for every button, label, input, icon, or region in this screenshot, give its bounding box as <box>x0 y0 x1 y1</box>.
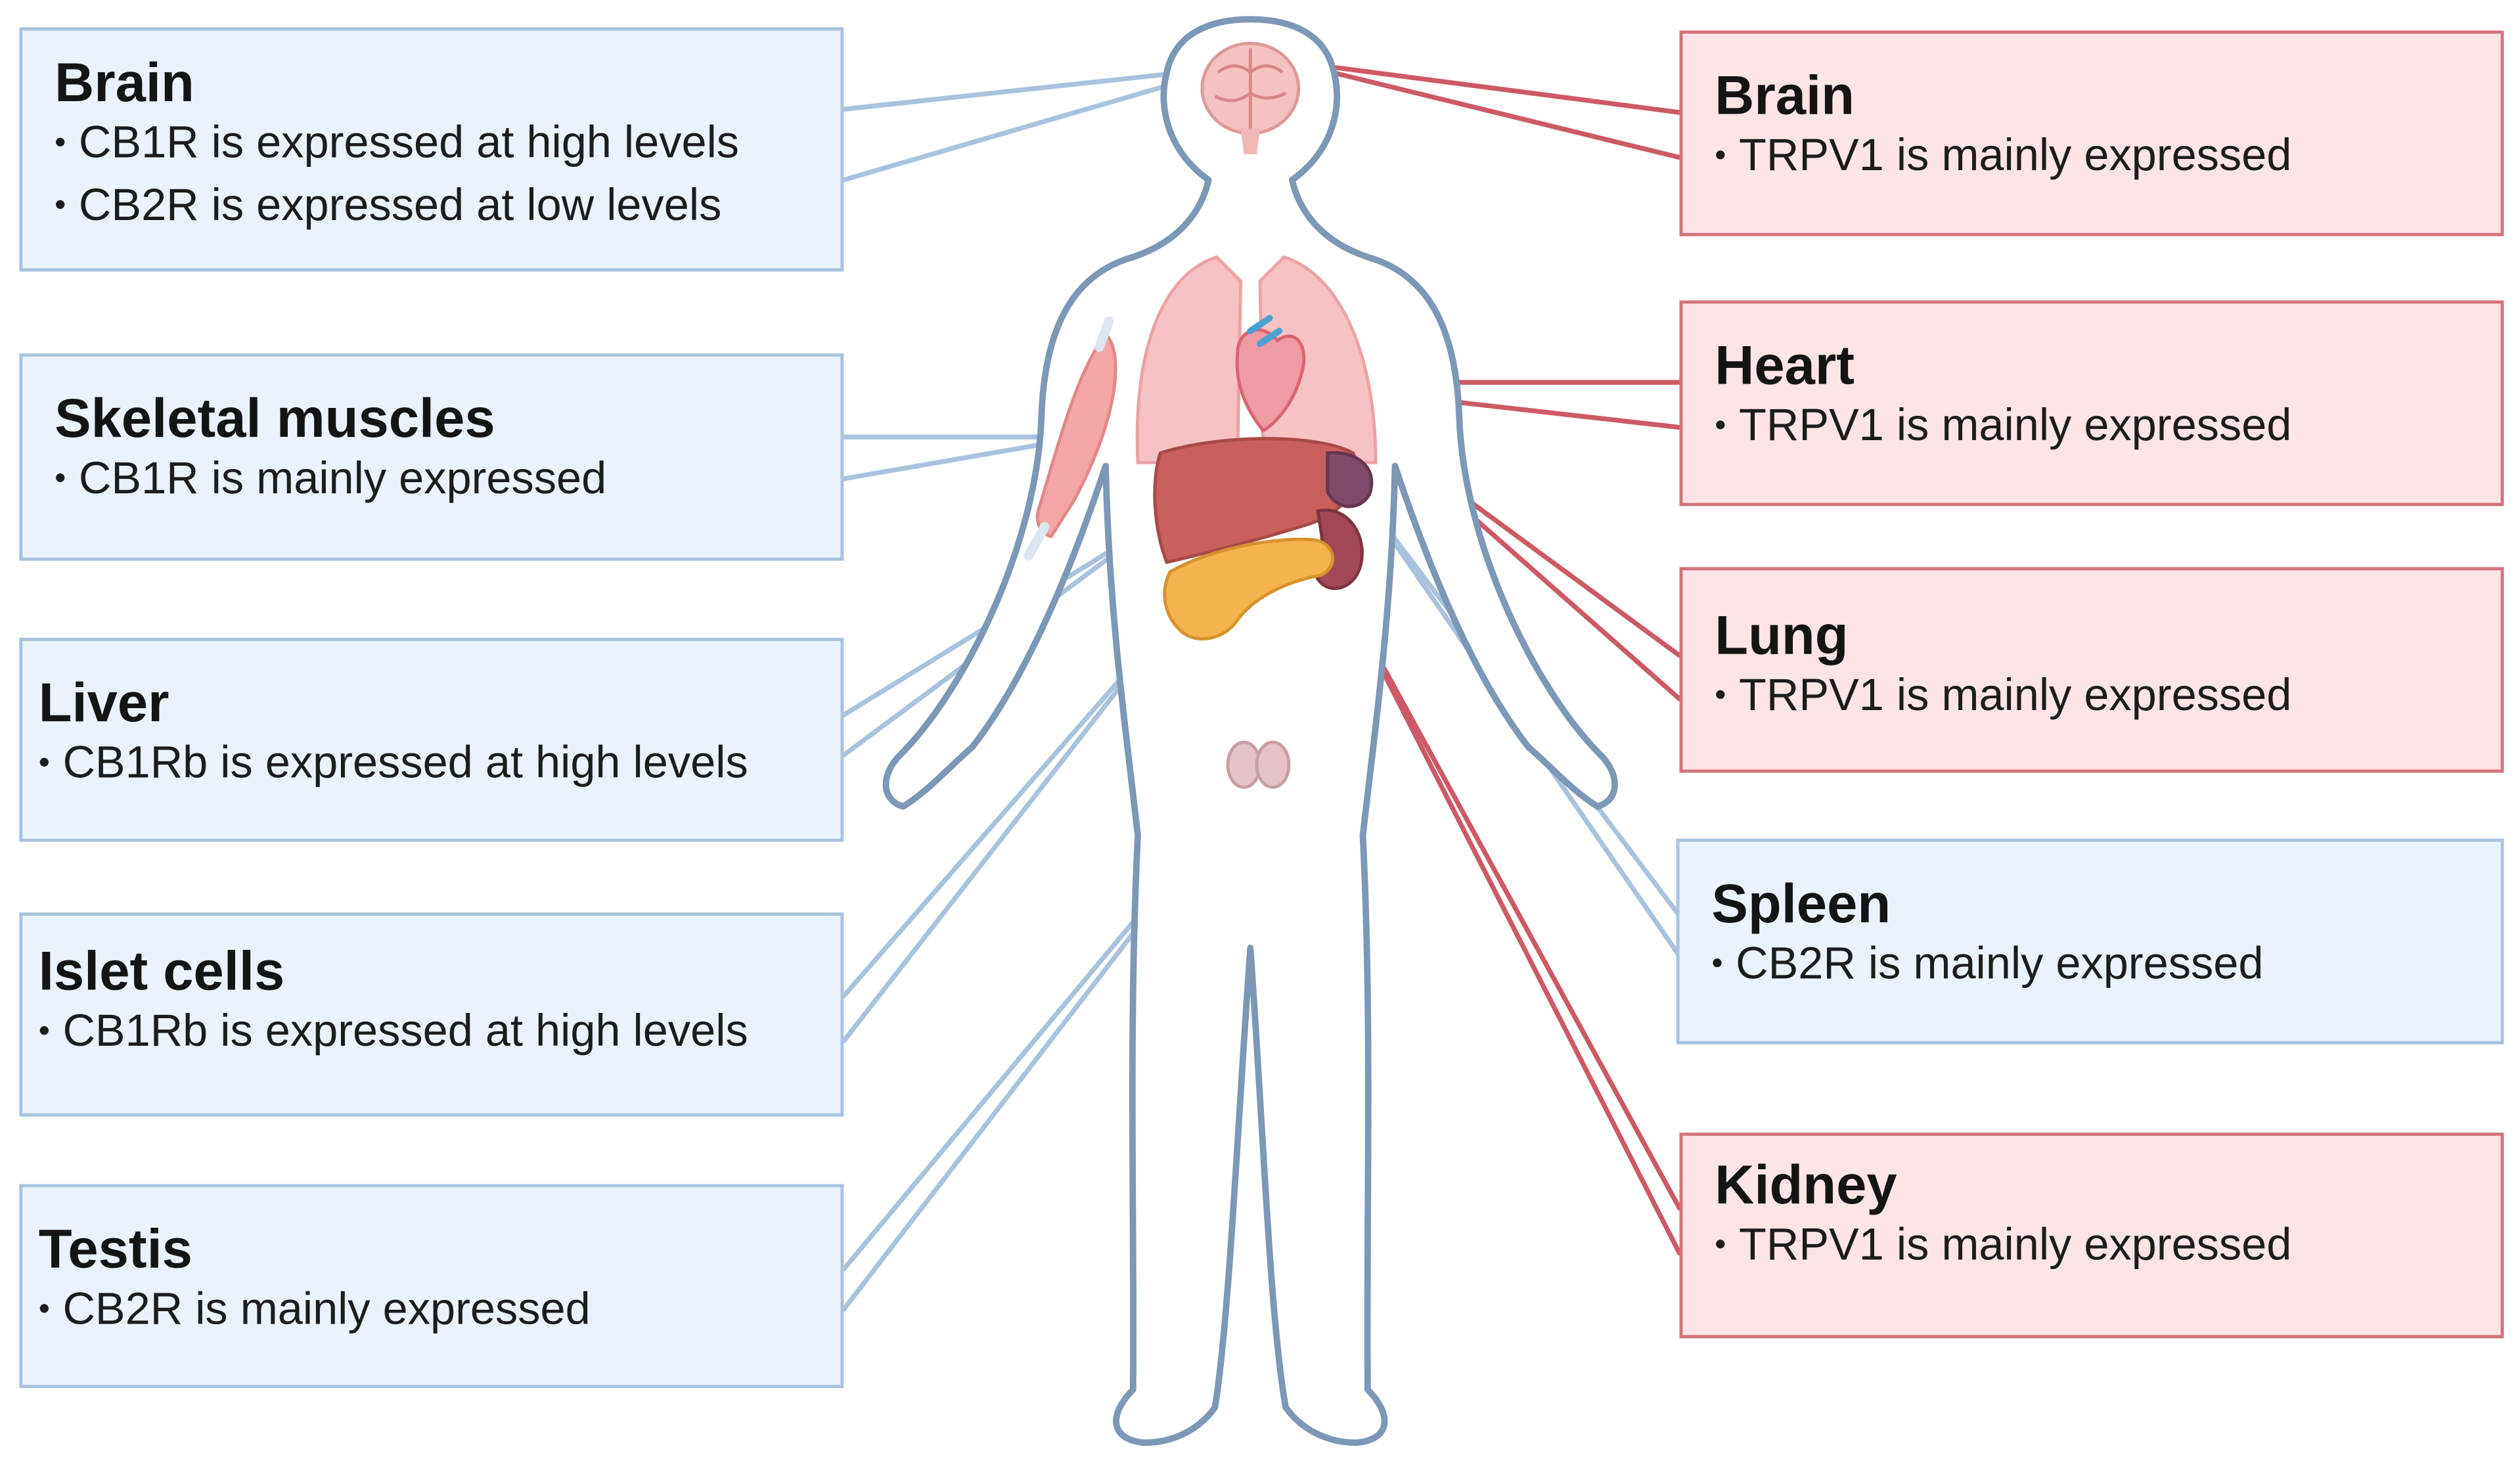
box-title: Lung <box>1715 606 1849 667</box>
box-text-line: CB1Rb is expressed at high levels <box>39 734 812 797</box>
box-title: Skeletal muscles <box>55 388 495 450</box>
skeletal-muscle-icon <box>1024 316 1117 561</box>
box-text-line: CB2R is mainly expressed <box>39 1280 812 1343</box>
lungs-icon <box>1135 255 1378 464</box>
box-title: Brain <box>55 53 194 114</box>
liver-icon <box>1153 437 1359 564</box>
box-text-line: CB1R is expressed at high levels <box>55 114 811 177</box>
label-box-right-heart: Heart TRPV1 is mainly expressed <box>1679 300 2504 506</box>
label-box-right-lung: Lung TRPV1 is mainly expressed <box>1679 567 2504 773</box>
pancreas-icon <box>1163 537 1335 640</box>
label-box-right-kidney: Kidney TRPV1 is mainly expressed <box>1679 1132 2504 1339</box>
box-title: Liver <box>38 673 169 734</box>
box-title: Spleen <box>1711 874 1891 935</box>
brain-icon <box>1200 41 1301 154</box>
heart-icon <box>1235 315 1306 433</box>
label-box-left-brain: Brain CB1R is expressed at high levels C… <box>19 27 844 272</box>
box-text-line: CB1Rb is expressed at high levels <box>39 1002 812 1065</box>
box-text-line: TRPV1 is mainly expressed <box>1715 397 2471 459</box>
box-title: Testis <box>38 1219 192 1281</box>
label-box-left-islet-cells: Islet cells CB1Rb is expressed at high l… <box>19 912 844 1117</box>
body-outline <box>882 16 1618 1446</box>
testis-icon <box>1226 740 1291 789</box>
box-title: Brain <box>1715 66 1855 127</box>
box-title: Islet cells <box>38 941 285 1003</box>
label-box-right-brain: Brain TRPV1 is mainly expressed <box>1679 30 2504 236</box>
box-text-line: CB1R is mainly expressed <box>55 450 811 512</box>
box-text-line: TRPV1 is mainly expressed <box>1715 127 2471 189</box>
box-text-line: CB2R is mainly expressed <box>1711 935 2471 997</box>
box-text-line: TRPV1 is mainly expressed <box>1715 1216 2471 1278</box>
box-title: Heart <box>1715 336 1855 397</box>
label-box-right-spleen: Spleen CB2R is mainly expressed <box>1676 838 2504 1044</box>
label-box-left-testis: Testis CB2R is mainly expressed <box>19 1184 844 1389</box>
label-box-left-skeletal-muscles: Skeletal muscles CB1R is mainly expresse… <box>19 353 844 561</box>
spleen-icon <box>1326 451 1374 508</box>
label-box-left-liver: Liver CB1Rb is expressed at high levels <box>19 637 844 842</box>
box-title: Kidney <box>1715 1155 1897 1217</box>
box-text-line: CB2R is expressed at low levels <box>55 177 811 239</box>
box-text-line: TRPV1 is mainly expressed <box>1715 667 2471 729</box>
